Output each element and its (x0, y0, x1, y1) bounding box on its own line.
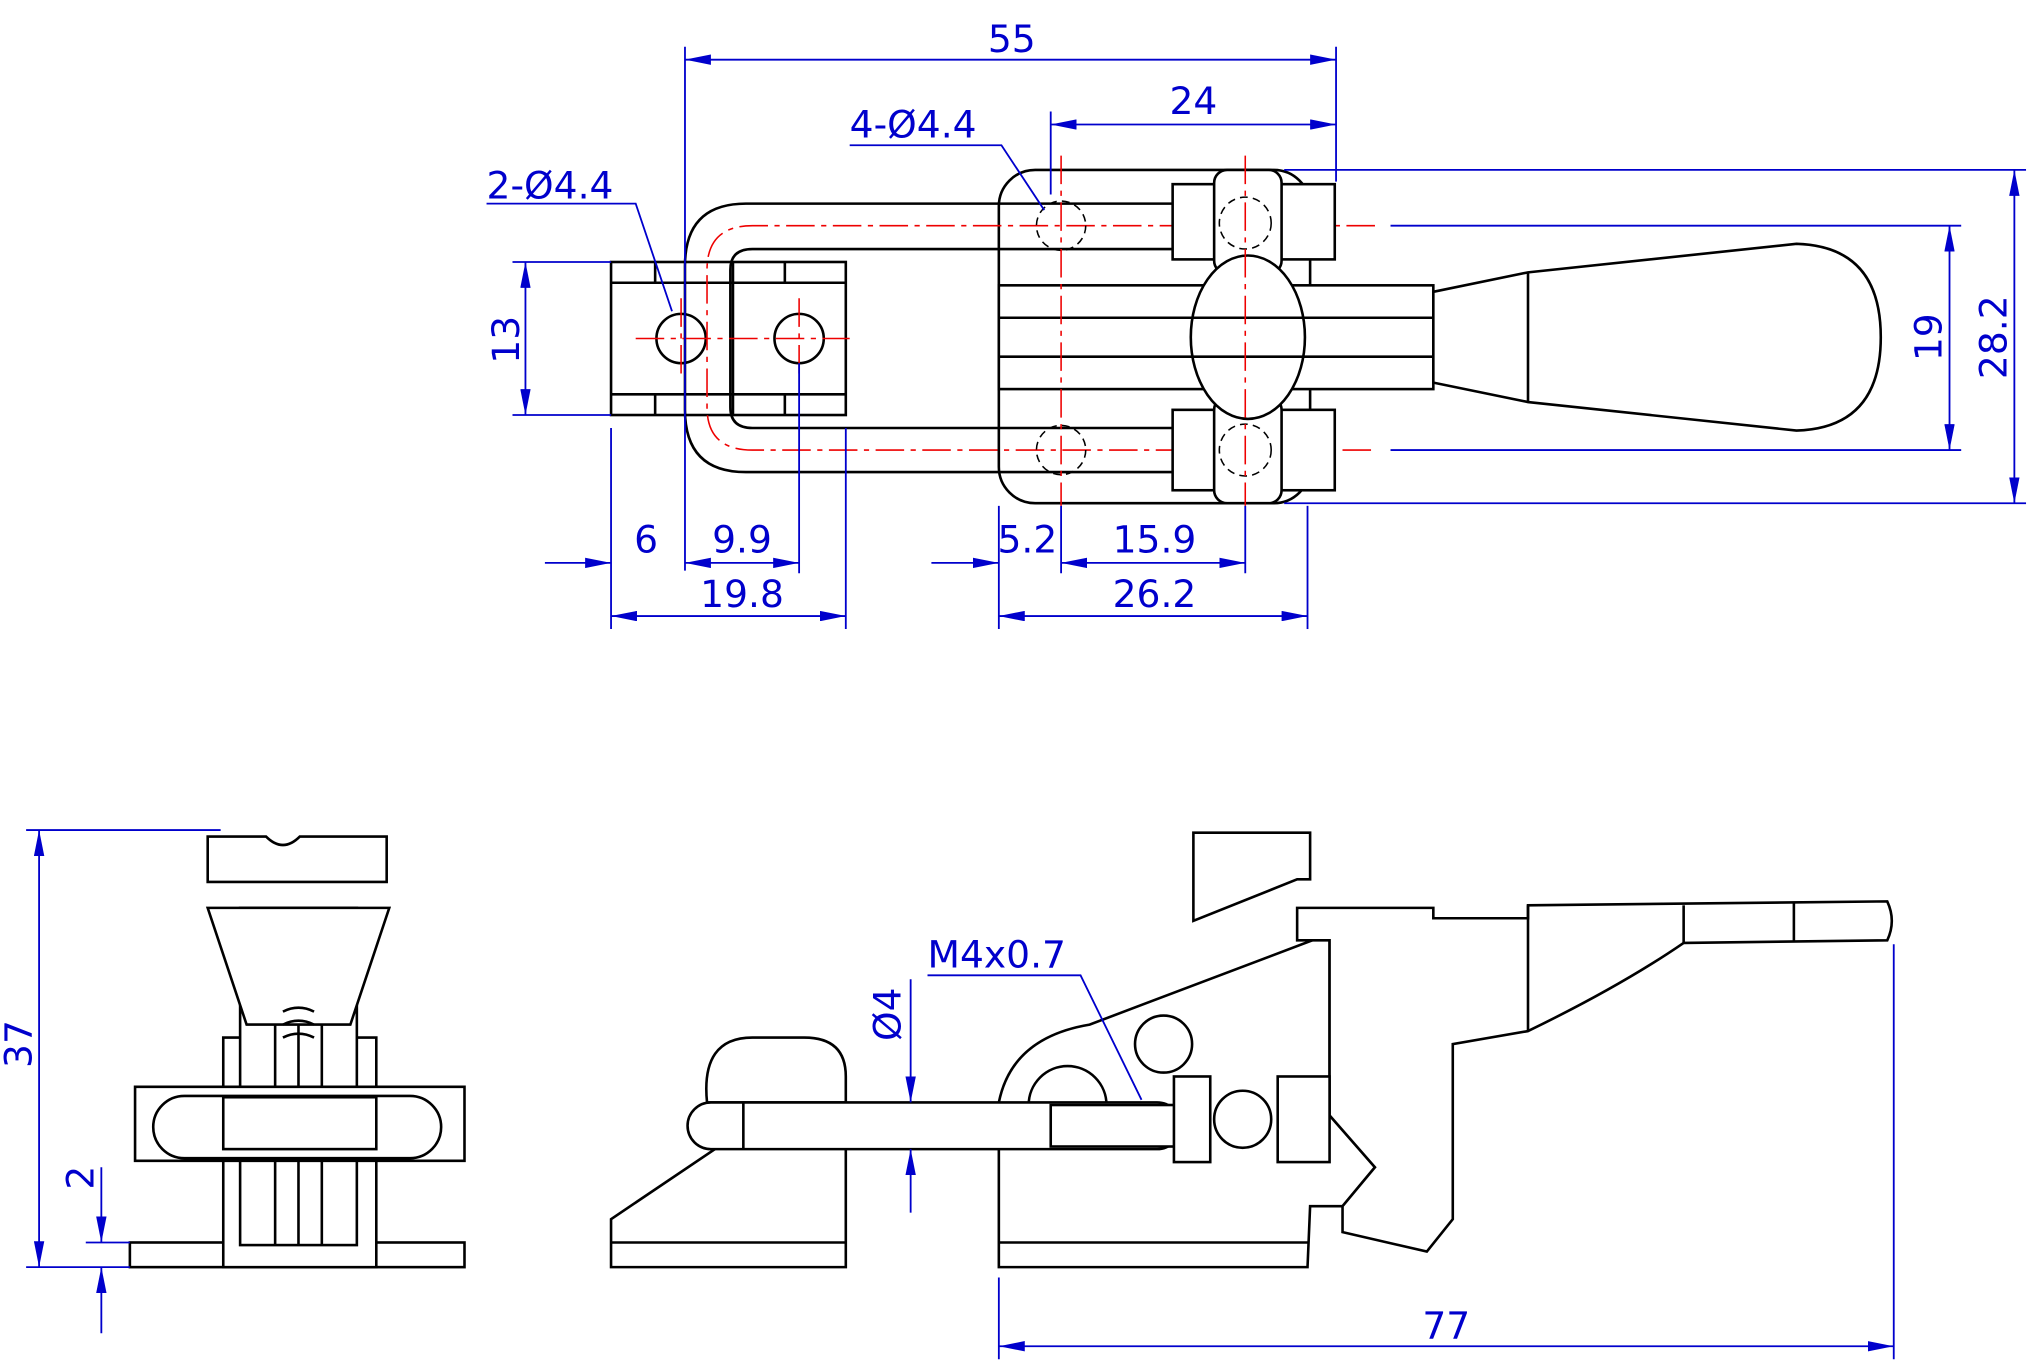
dim-thread: M4x0.7 (928, 933, 1066, 977)
dim-37: 37 (0, 1020, 40, 1068)
adjusting-nuts (1171, 168, 1337, 505)
side-top-knob (1192, 831, 1312, 923)
body-hole (1035, 200, 1087, 252)
dim-2-holes: 2-Ø4.4 (487, 163, 614, 207)
dim-6: 6 (634, 518, 658, 562)
side-latch-plate (609, 1140, 848, 1269)
dim-26-2: 26.2 (1113, 572, 1197, 616)
dim-24: 24 (1169, 79, 1217, 123)
end-view (128, 835, 466, 1269)
handle (1432, 242, 1883, 432)
body-hole (1035, 424, 1087, 476)
dim-13: 13 (484, 316, 528, 364)
end-knob (206, 835, 388, 884)
dim-9-9: 9.9 (712, 518, 772, 562)
dim-19-8: 19.8 (700, 572, 784, 616)
dim-28-2: 28.2 (1972, 295, 2016, 379)
top-view-dimensions: 55 24 4-Ø4.4 2-Ø4.4 13 6 9.9 19.8 5.2 15… (484, 17, 2027, 630)
side-handle (1295, 900, 1894, 1254)
dim-4-holes: 4-Ø4.4 (850, 102, 977, 146)
dim-77: 77 (1422, 1303, 1470, 1347)
dim-rod-diameter: Ø4 (865, 987, 909, 1041)
side-view-dimensions: M4x0.7 Ø4 77 (865, 933, 1895, 1360)
top-view (609, 155, 1883, 506)
end-view-dimensions: 37 2 (0, 829, 221, 1334)
dim-55: 55 (988, 17, 1036, 61)
dim-2: 2 (59, 1166, 103, 1190)
side-view (609, 831, 1894, 1269)
dim-19: 19 (1907, 313, 1951, 361)
dim-15-9: 15.9 (1113, 518, 1197, 562)
dim-5-2: 5.2 (997, 518, 1057, 562)
pivot-knob (1189, 254, 1307, 421)
